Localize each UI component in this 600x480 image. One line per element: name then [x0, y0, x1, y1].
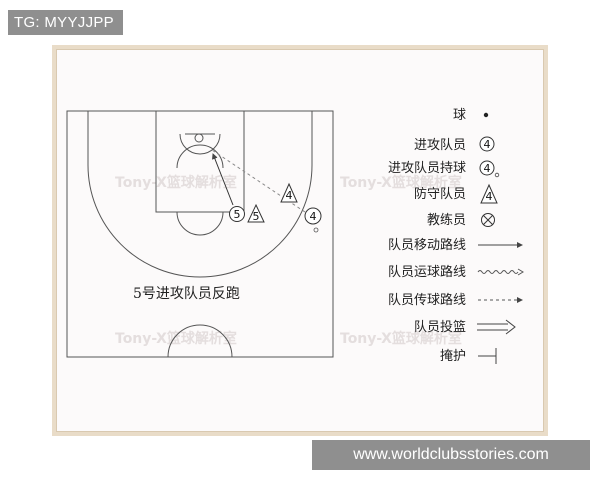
basket-rim: [194, 133, 204, 143]
coach-symbol-icon: [481, 213, 495, 227]
half-court: [66, 110, 334, 358]
dribble-line-symbol-icon: [477, 270, 519, 274]
court-boundary: [66, 110, 334, 358]
watermark-2: Tony-X篮球解析室: [340, 174, 462, 191]
diagram-caption: 5号进攻队员反跑: [133, 286, 240, 302]
site-url-banner: www.worldclubsstories.com: [312, 440, 590, 470]
legend-label-defender: 防守队员: [414, 186, 466, 202]
diagram-frame: [52, 45, 548, 436]
defender-2-number: 4: [286, 189, 293, 202]
frame-inner-border: [56, 49, 544, 432]
legend-label-shot: 队员投篮: [414, 319, 466, 335]
legend-label-screen: 掩护: [440, 349, 466, 364]
watermark-1: Tony-X篮球解析室: [115, 174, 237, 191]
defender-2-triangle: [280, 182, 298, 203]
legend-label-coach: 教练员: [427, 212, 466, 228]
defender-4: 4: [280, 182, 298, 203]
header-tag: TG: MYYJJPP: [8, 10, 123, 35]
attacker-ball-circle: [304, 207, 322, 225]
legend-label-pass: 队员传球路线: [388, 292, 466, 308]
ball-symbol-icon: [483, 112, 489, 118]
attacker-circle: [229, 206, 245, 222]
legend-label-ball: 球: [453, 108, 466, 123]
shot-arrow-symbol-icon: [477, 319, 516, 335]
defender-5: 5: [247, 203, 265, 223]
defender-triangle: [247, 203, 265, 223]
watermark-3: Tony-X篮球解析室: [115, 330, 237, 347]
free-throw-circle-top: [176, 144, 224, 169]
legend: 球 进攻队员 进攻队员持球 防守队员 教练员 队员移动路线 队员运球路线 队员传…: [388, 108, 524, 364]
legend-label-dribble: 队员运球路线: [388, 264, 466, 280]
legend-label-attacker-ball: 进攻队员持球: [388, 161, 466, 176]
three-point-line: [87, 111, 313, 278]
defender-symbol-icon: [480, 183, 498, 204]
legend-label-attacker: 进攻队员: [414, 138, 466, 153]
attacker-symbol-number: 4: [484, 138, 491, 151]
screen-symbol-icon: [478, 348, 497, 364]
attacker-symbol-icon: [479, 136, 495, 152]
defender-symbol-number: 4: [486, 190, 493, 203]
legend-label-move: 队员移动路线: [388, 237, 466, 253]
attacker-4-with-ball: 4: [304, 207, 322, 233]
ball-icon: [313, 227, 319, 233]
attacker-ball-symbol-number: 4: [484, 162, 491, 175]
dribble-arrowhead-icon: [517, 268, 524, 276]
held-ball-icon: [494, 172, 500, 178]
free-throw-circle-bottom: [176, 211, 224, 236]
defender-number: 5: [253, 210, 260, 223]
paint-lane: [155, 110, 245, 213]
cut-route: [212, 153, 234, 206]
center-circle: [167, 324, 233, 358]
attacker-ball-number: 4: [310, 210, 317, 223]
restricted-arc: [179, 133, 221, 155]
attacker-ball-symbol-icon: [479, 160, 495, 176]
watermark-4: Tony-X篮球解析室: [340, 330, 462, 347]
attacker-number: 5: [234, 208, 241, 221]
attacker-5: 5: [229, 206, 245, 222]
